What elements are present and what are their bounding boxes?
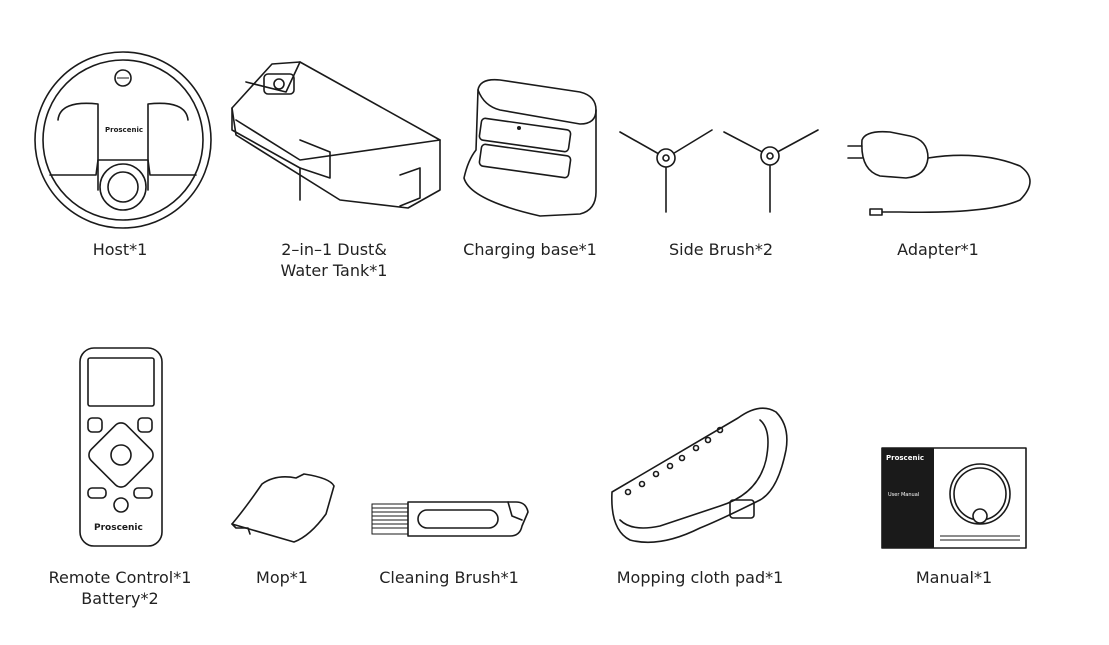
side-brush-label: Side Brush*2 [668,240,774,259]
brush-bristles [371,503,409,535]
adapter-label: Adapter*1 [897,240,979,259]
charging-base-label: Charging base*1 [463,240,597,259]
cleaning-brush-label: Cleaning Brush*1 [379,568,519,587]
tank-label-line1: 2–in–1 Dust& [281,240,387,259]
manual-label: Manual*1 [915,568,993,587]
manual-brand: Proscenic [886,454,924,462]
host-label: Host*1 [92,240,148,259]
remote-label-line2: Battery*2 [81,589,159,608]
mop-label: Mop*1 [256,568,308,587]
manual-title: User Manual [888,492,919,498]
remote-brand: Proscenic [94,523,143,533]
remote-label-line1: Remote Control*1 [48,568,192,587]
host-brand: Proscenic [105,126,143,134]
tank-label-line2: Water Tank*1 [280,261,388,280]
mopping-pad-label: Mopping cloth pad*1 [616,568,784,587]
